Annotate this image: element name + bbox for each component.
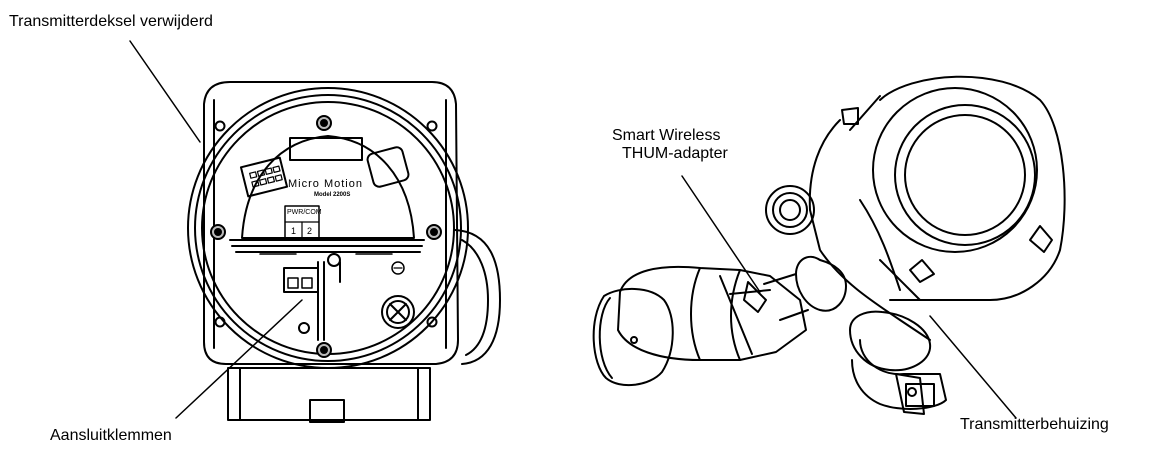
board-brand-label: Micro Motion — [288, 178, 363, 190]
terminal-2-label: 2 — [307, 226, 313, 236]
callout-leader — [681, 175, 761, 293]
corner-bolt — [426, 120, 438, 132]
cover-removed-callout: Transmitterdeksel verwijderd — [9, 13, 213, 30]
corner-bolt — [214, 120, 226, 132]
terminal-header-label: PWR/COM — [287, 209, 322, 216]
board-model-label: Model 2200S — [314, 192, 351, 198]
callout-leader — [175, 299, 303, 419]
transmitter-side-view — [592, 75, 1066, 419]
terminals-callout: Aansluitklemmen — [50, 427, 172, 444]
housing-callout: Transmitterbehuizing — [960, 416, 1109, 433]
thum-adapter-callout-line1: Smart Wireless — [612, 127, 721, 144]
terminal-1-label: 1 — [291, 226, 297, 236]
ring-screw — [298, 322, 310, 334]
callout-leader — [929, 315, 1017, 419]
corner-bolt — [426, 316, 438, 328]
transmitter-front-view — [129, 40, 501, 423]
thum-adapter-callout-line2: THUM-adapter — [622, 145, 728, 162]
callout-leader — [129, 40, 201, 143]
